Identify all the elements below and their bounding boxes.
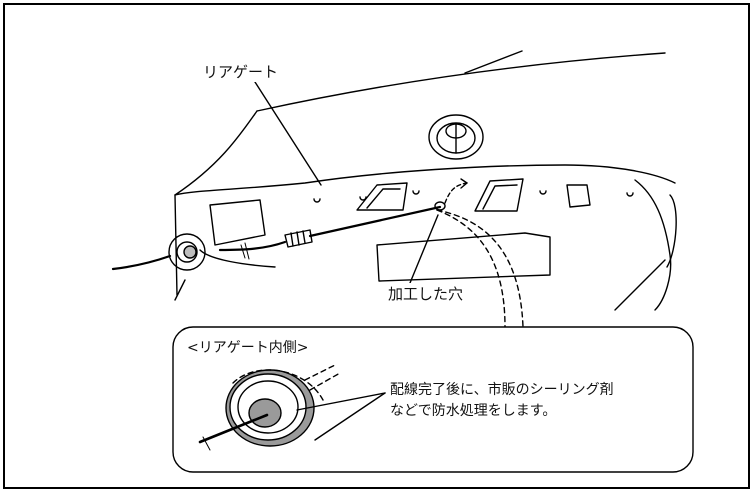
sealing-note-line-1: 配線完了後に、市販のシーリング剤 xyxy=(390,382,614,398)
toyota-emblem-icon xyxy=(428,114,484,160)
harness-wire xyxy=(308,205,442,238)
license-plate-recess xyxy=(376,232,551,282)
panel-hole-4 xyxy=(626,192,634,197)
sealing-note: 配線完了後に、市販のシーリング剤 などで防水処理をします。 xyxy=(390,380,614,422)
left-lower-line2 xyxy=(174,279,186,301)
body-upper-outline xyxy=(174,110,676,196)
right-body-contour xyxy=(634,179,672,311)
leader-liftgate xyxy=(254,81,322,186)
harness-wire-left xyxy=(218,240,287,252)
hinge-box-right-inner xyxy=(482,184,518,210)
panel-hole-2 xyxy=(412,190,420,195)
hinge-box-right xyxy=(474,178,524,212)
liftgate-illustration xyxy=(111,50,694,473)
figure-frame: リアゲート 加工した穴 <リアゲート内側> 配線完了後に、市販のシーリング剤 な… xyxy=(3,3,750,489)
magnify-line-1 xyxy=(436,209,506,328)
panel-hole-3 xyxy=(539,190,547,195)
hinge-box-left-inner xyxy=(366,188,401,209)
leader-hole xyxy=(409,214,439,284)
note-leader-2 xyxy=(314,392,386,441)
small-square xyxy=(566,184,591,208)
liftgate-label: リアゲート xyxy=(201,61,281,82)
left-lower-contour xyxy=(199,249,276,268)
body-left-outline xyxy=(174,194,178,296)
rear-glass-edge xyxy=(464,50,523,74)
right-lamp-curve xyxy=(666,194,677,268)
panel-hole-1 xyxy=(359,196,367,201)
note-leader-1 xyxy=(296,392,386,411)
hinge-box-left xyxy=(356,182,408,211)
connector xyxy=(284,229,313,248)
inner-view-title: <リアゲート内側> xyxy=(185,337,311,357)
drilled-hole-label: 加工した穴 xyxy=(386,283,466,304)
right-lower-line xyxy=(614,259,666,311)
panel-hole-5 xyxy=(313,198,321,203)
sealing-note-line-2: などで防水処理をします。 xyxy=(390,403,557,419)
magnify-line-2 xyxy=(436,209,524,328)
roof-line xyxy=(256,52,666,112)
routing-arrow xyxy=(444,182,468,204)
inset-wire xyxy=(198,413,269,444)
inner-view-box xyxy=(172,326,694,473)
left-lamp xyxy=(209,199,266,246)
harness-wire-end xyxy=(111,254,172,271)
grommet xyxy=(168,233,206,271)
